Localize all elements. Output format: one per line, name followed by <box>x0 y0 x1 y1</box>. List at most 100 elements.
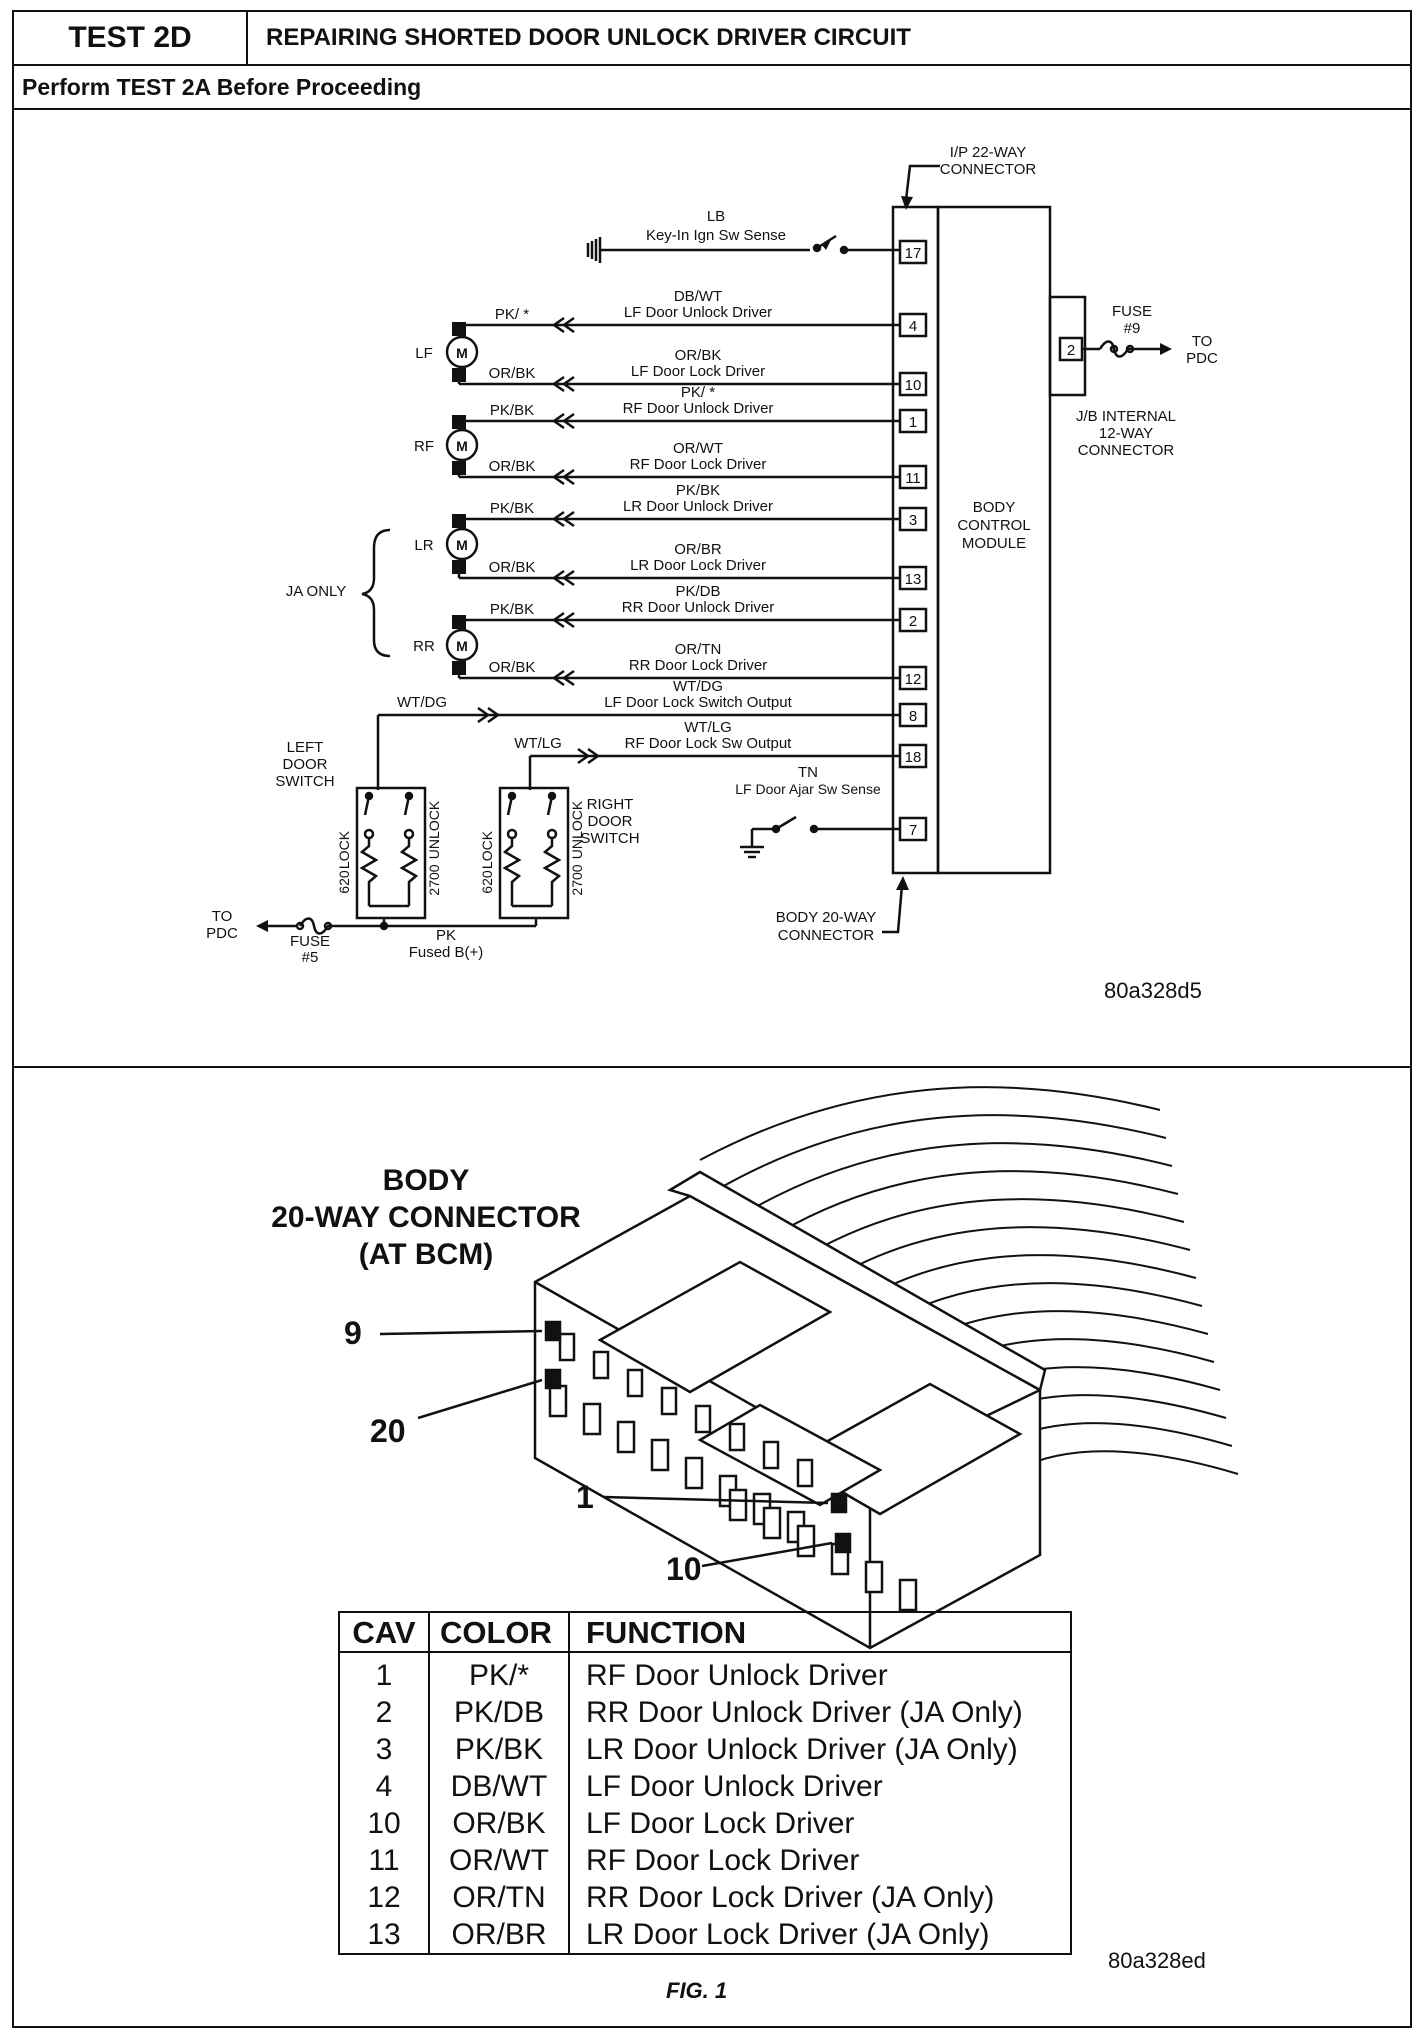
cavity-wire-color: DB/WT <box>429 1768 570 1805</box>
motor-terminal <box>452 615 466 629</box>
chevron-stroke <box>551 468 565 486</box>
wire-color-label: PK/BK <box>676 482 720 499</box>
door-switch <box>355 786 427 920</box>
cavity-number: 10 <box>905 377 922 394</box>
motor-side-color-label: OR/BK <box>489 365 536 382</box>
connector-ref-code: 80a328ed <box>1108 1948 1206 1973</box>
motor-letter: M <box>456 438 468 454</box>
door-switch-housing <box>355 786 427 920</box>
cavity-number: 3 <box>339 1731 430 1768</box>
to-pdc-label: PDC <box>1186 350 1218 367</box>
lock-label: LOCK <box>336 830 352 869</box>
circuit-name-label: LF Door Lock Switch Output <box>604 694 792 711</box>
circuit-name-label: Key-In Ign Sw Sense <box>646 227 786 244</box>
right-switch-label: DOOR <box>588 813 633 830</box>
cavity-wire-color: OR/WT <box>429 1842 570 1879</box>
chevron-stroke <box>561 412 575 430</box>
chevron-stroke <box>561 316 575 334</box>
motor-side-color-label: OR/BK <box>489 659 536 676</box>
cavity-number: 11 <box>339 1842 430 1879</box>
resistor-value-label: 2700 <box>569 864 585 895</box>
resistor <box>399 838 419 906</box>
motor-location-label: LR <box>414 537 433 554</box>
motor-symbol <box>445 335 479 369</box>
fuse-5-label: #5 <box>302 949 319 966</box>
circuit-name-label: RF Door Lock Driver <box>630 456 767 473</box>
jb-connector-label: 12-WAY <box>1099 425 1153 442</box>
chevron-stroke <box>561 468 575 486</box>
connector-chevron <box>551 510 575 528</box>
resistor <box>359 838 379 906</box>
bcm-connector-strip <box>891 205 940 875</box>
motor-terminal <box>452 368 466 382</box>
fuse-terminal <box>323 921 333 931</box>
arrow-head <box>901 196 913 210</box>
wire-color-label: DB/WT <box>674 288 722 305</box>
schematic-panel <box>12 108 1412 1068</box>
arrow-head <box>256 920 268 932</box>
test-title: REPAIRING SHORTED DOOR UNLOCK DRIVER CIR… <box>266 24 911 51</box>
cavity-number: 10 <box>339 1805 430 1842</box>
fuse-9-label: FUSE <box>1112 303 1152 320</box>
ja-only-label: JA ONLY <box>286 583 347 600</box>
cavity-table-header: CAV COLOR FUNCTION <box>339 1612 1071 1653</box>
door-switch-housing <box>498 786 570 920</box>
ja-only-bracket <box>361 528 391 658</box>
wire-color-label: WT/LG <box>514 735 562 752</box>
motor-side-color-label: PK/BK <box>490 601 534 618</box>
motor-side-color-label: PK/BK <box>490 402 534 419</box>
resistor-value-label: 2700 <box>426 864 442 895</box>
wire-color-label: OR/BR <box>674 541 722 558</box>
switch-contact <box>546 828 558 840</box>
chevron-stroke <box>561 611 575 629</box>
chevron-stroke <box>561 375 575 393</box>
header-function: FUNCTION <box>569 1612 1071 1653</box>
fuse-terminal <box>1109 344 1119 354</box>
connector-chevron <box>551 412 575 430</box>
wire-color-label: WT/DG <box>397 694 447 711</box>
chevron-stroke <box>487 706 501 724</box>
chevron-stroke <box>551 510 565 528</box>
left-switch-label: LEFT <box>287 739 324 756</box>
switch-blade <box>363 795 371 816</box>
jb-connector-label: CONNECTOR <box>1078 442 1175 459</box>
resistor-value-label: 620 <box>479 870 495 894</box>
chevron-stroke <box>551 316 565 334</box>
cavity-wire-color: PK/BK <box>429 1731 570 1768</box>
fuse-5-label: FUSE <box>290 933 330 950</box>
circuit-name-label: RR Door Unlock Driver <box>622 599 775 616</box>
bcm-label: CONTROL <box>957 517 1030 534</box>
motor-location-label: LF <box>415 345 433 362</box>
cavity-number: 4 <box>909 318 917 335</box>
motor-terminal <box>452 461 466 475</box>
motor-location-label: RF <box>414 438 434 455</box>
switch-contact <box>809 824 819 834</box>
connector-title-2: 20-WAY CONNECTOR <box>271 1201 581 1234</box>
circuit-name-label: LR Door Unlock Driver <box>623 498 773 515</box>
body-connector-label: BODY 20-WAY <box>776 909 877 926</box>
wire-color-label: OR/BK <box>675 347 722 364</box>
leader-line <box>904 164 940 201</box>
jb-connector-outline <box>1048 295 1087 397</box>
connector-title-1: BODY <box>382 1164 470 1197</box>
chevron-stroke <box>577 747 591 765</box>
circuit-name-label: LF Door Ajar Sw Sense <box>735 781 881 797</box>
cavity-box <box>898 239 928 265</box>
right-switch-label: RIGHT <box>587 796 634 813</box>
chevron-stroke <box>551 412 565 430</box>
chevron-stroke <box>551 611 565 629</box>
switch-blade <box>546 795 554 816</box>
connector-chevron <box>477 706 501 724</box>
figure-label: FIG. 1 <box>666 1978 728 2003</box>
switch-blade <box>403 795 411 816</box>
cavity-wire-color: OR/BR <box>429 1916 570 1954</box>
cavity-function: RR Door Lock Driver (JA Only) <box>586 1881 995 1914</box>
cavity-function: LR Door Lock Driver (JA Only) <box>586 1918 990 1951</box>
